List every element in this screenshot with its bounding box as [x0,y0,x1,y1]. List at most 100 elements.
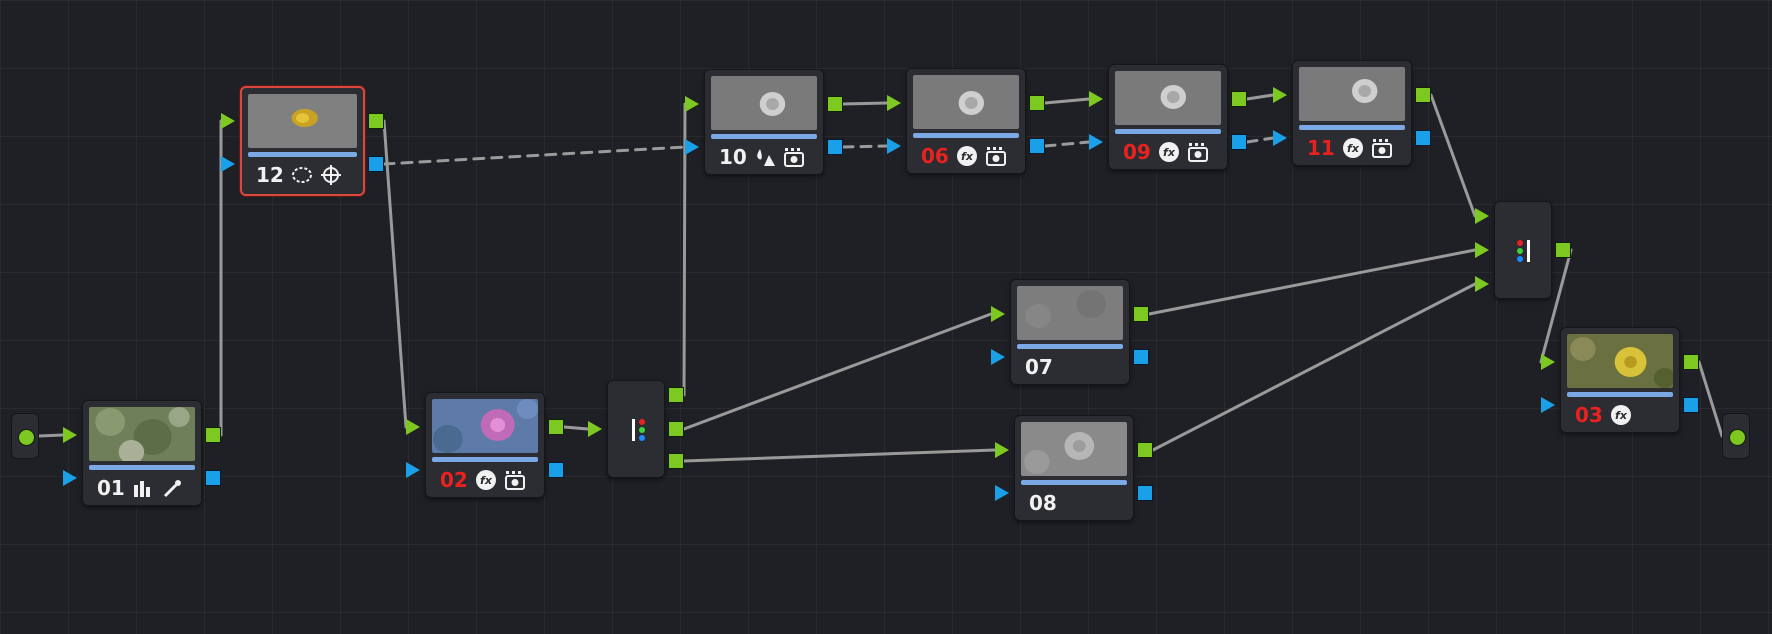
splitter-input-port[interactable] [588,421,602,437]
rgb-input-port[interactable] [995,442,1009,458]
key-input-port[interactable] [63,470,77,486]
rgb-output-port[interactable] [1415,87,1431,103]
key-output-port[interactable] [1683,397,1699,413]
node-03[interactable]: 03 fx [1560,327,1680,433]
node-number: 12 [256,163,284,187]
key-output-port[interactable] [1029,138,1045,154]
rgb-output-port[interactable] [1137,442,1153,458]
node-08[interactable]: 08 [1014,415,1134,521]
rgb-input-port[interactable] [1089,91,1103,107]
rgb-output-port[interactable] [1683,354,1699,370]
node-thumbnail [1115,71,1221,125]
rgb-input-port[interactable] [685,96,699,112]
key-input-port[interactable] [221,156,235,172]
splitter-node[interactable] [607,380,665,478]
svg-text:fx: fx [1347,142,1360,155]
key-output-port[interactable] [827,139,843,155]
combiner-input-port-2[interactable] [1475,242,1489,258]
window-icon [291,164,313,186]
node-07[interactable]: 07 [1010,279,1130,385]
rgb-output-port[interactable] [205,427,221,443]
node-progress-bar [1115,129,1221,134]
rgb-output-port[interactable] [548,419,564,435]
node-progress-bar [89,465,195,470]
node-thumbnail [1021,422,1127,476]
node-02[interactable]: 02 fx [425,392,545,498]
rgb-output-port[interactable] [1029,95,1045,111]
svg-text:fx: fx [480,474,493,487]
svg-text:fx: fx [1163,146,1176,159]
source-output-port[interactable] [18,429,35,446]
rgb-output-port[interactable] [1231,91,1247,107]
key-input-port[interactable] [991,349,1005,365]
rgb-output-port[interactable] [827,96,843,112]
node-thumbnail [1567,334,1673,388]
node-thumbnail [248,94,357,148]
key-input-port[interactable] [887,138,901,154]
key-input-port[interactable] [995,485,1009,501]
combiner-input-port-3[interactable] [1475,276,1489,292]
node-thumbnail [1299,67,1405,121]
key-input-port[interactable] [406,462,420,478]
link-03-output [1697,360,1724,438]
svg-text:fx: fx [1615,409,1628,422]
node-10[interactable]: 10 [704,69,824,175]
key-input-port[interactable] [1089,134,1103,150]
output-node[interactable] [1722,413,1750,459]
node-progress-bar [1299,125,1405,130]
link-source-01 [37,433,65,438]
fx-icon: fx [1610,404,1632,426]
fx-icon: fx [1158,141,1180,163]
node-progress-bar [1021,480,1127,485]
node-01[interactable]: 01 [82,400,202,506]
key-link-12-10 [382,145,687,166]
node-12[interactable]: 12 [240,86,365,196]
link-06-09 [1043,97,1091,105]
key-input-port[interactable] [1273,130,1287,146]
combiner-output-port[interactable] [1555,242,1571,258]
fx-icon: fx [475,469,497,491]
rgb-input-port[interactable] [1541,354,1555,370]
key-output-port[interactable] [548,462,564,478]
link-splitter-10 [682,102,687,397]
node-number: 01 [97,476,125,500]
key-output-port[interactable] [368,156,384,172]
rgb-input-port[interactable] [887,95,901,111]
node-number: 11 [1307,136,1335,160]
node-09[interactable]: 09 fx [1108,64,1228,170]
key-output-port[interactable] [1415,130,1431,146]
node-number: 09 [1123,140,1151,164]
splitter-output-port-3[interactable] [668,453,684,469]
key-input-port[interactable] [1541,397,1555,413]
key-output-port[interactable] [1133,349,1149,365]
splitter-output-port-1[interactable] [668,387,684,403]
key-output-port[interactable] [1137,485,1153,501]
rgb-input-port[interactable] [991,306,1005,322]
node-11[interactable]: 11 fx [1292,60,1412,166]
fx-icon: fx [1342,137,1364,159]
key-input-port[interactable] [685,139,699,155]
rgb-input-port[interactable] [221,113,235,129]
splitter-output-port-2[interactable] [668,421,684,437]
fx-icon: fx [956,145,978,167]
rgb-input-port[interactable] [1273,87,1287,103]
combiner-icon [1517,240,1530,262]
rgb-input-port[interactable] [406,419,420,435]
source-input-node[interactable] [11,413,39,459]
node-06[interactable]: 06 fx [906,68,1026,174]
rgb-input-port[interactable] [63,427,77,443]
node-progress-bar [248,152,357,157]
output-input-port[interactable] [1729,429,1746,446]
combiner-input-port-1[interactable] [1475,208,1489,224]
noise-reduction-icon [985,145,1007,167]
combiner-node[interactable] [1494,201,1552,299]
rgb-output-port[interactable] [368,113,384,129]
noise-reduction-icon [1371,137,1393,159]
key-output-port[interactable] [205,470,221,486]
rgb-output-port[interactable] [1133,306,1149,322]
node-number: 06 [921,144,949,168]
key-output-port[interactable] [1231,134,1247,150]
curves-icon [132,477,154,499]
node-number: 03 [1575,403,1603,427]
